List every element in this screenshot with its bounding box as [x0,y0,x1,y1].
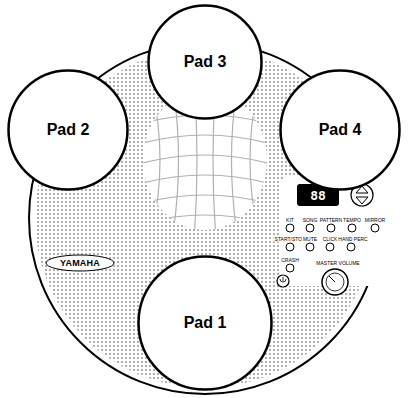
pad-label: Pad 2 [7,69,129,191]
pad-label: Pad 4 [279,69,401,191]
drum-pad: Pad 4 [279,69,401,191]
brand-logo: YAMAHA [58,259,102,268]
power-symbol [280,277,286,282]
button-label: MUTE [302,237,318,242]
volume-pointer [329,276,335,282]
button-label: CRASH [280,258,300,263]
button-label: KIT [285,218,295,223]
volume-knob [322,269,348,295]
power-button [277,275,289,287]
volume-knob-inner [326,273,344,291]
logo-oval [46,255,114,271]
drum-pad: Pad 1 [137,255,273,391]
pad-label: Pad 1 [137,255,273,391]
button-label: HAND PERC [337,237,368,242]
up-down-arrows [356,186,368,204]
button-label: TEMPO [342,218,362,223]
button-label: CLICK [322,237,339,242]
knob-label: MASTER VOLUME [315,261,360,266]
button-label: PATTERN [319,218,344,223]
display-digits: 88 [308,189,328,202]
button-label: MIRROR [364,218,386,223]
pad-label: Pad 3 [147,4,263,120]
button-label: SONG [302,218,319,223]
panel-buttons [286,224,379,272]
drum-pad: Pad 3 [147,4,263,120]
drum-pad: Pad 2 [7,69,129,191]
